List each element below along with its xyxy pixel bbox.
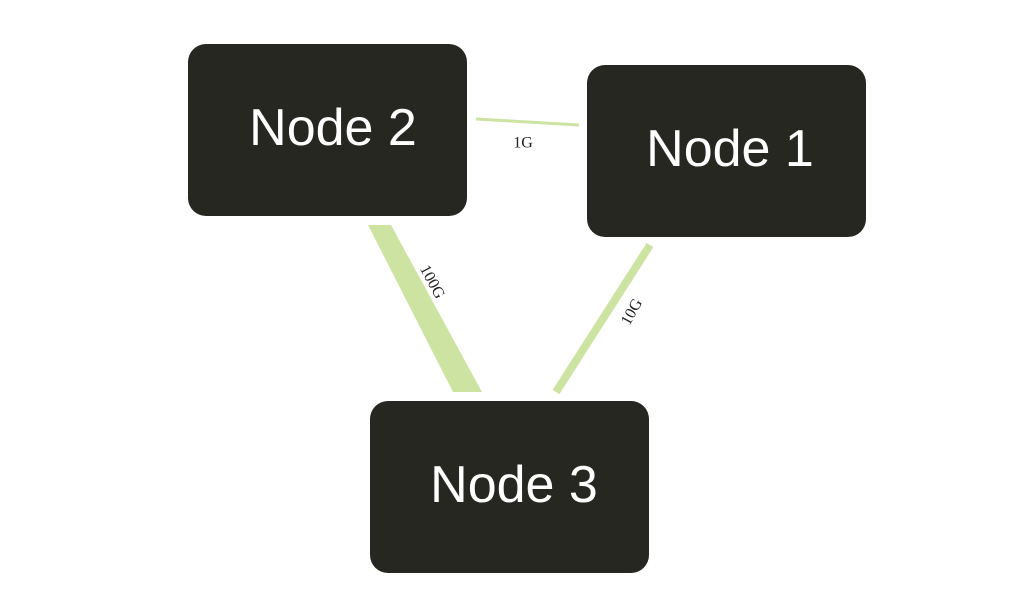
node-2-box bbox=[188, 44, 467, 216]
link-10g-label: 10G bbox=[618, 295, 646, 328]
node-3-label: Node 3 bbox=[430, 456, 598, 514]
link-100g-line bbox=[368, 225, 482, 392]
link-1g-line bbox=[475, 117, 580, 127]
link-10g-line bbox=[552, 242, 654, 395]
link-1g-label: 1G bbox=[513, 135, 533, 152]
node-3[interactable]: Node 3 bbox=[370, 401, 649, 573]
node-1-label: Node 1 bbox=[646, 120, 814, 178]
node-1[interactable]: Node 1 bbox=[587, 65, 866, 237]
links-layer bbox=[368, 117, 654, 395]
node-1-box bbox=[587, 65, 866, 237]
node-3-box bbox=[370, 401, 649, 573]
node-2-label: Node 2 bbox=[249, 99, 417, 157]
node-2[interactable]: Node 2 bbox=[188, 44, 467, 216]
